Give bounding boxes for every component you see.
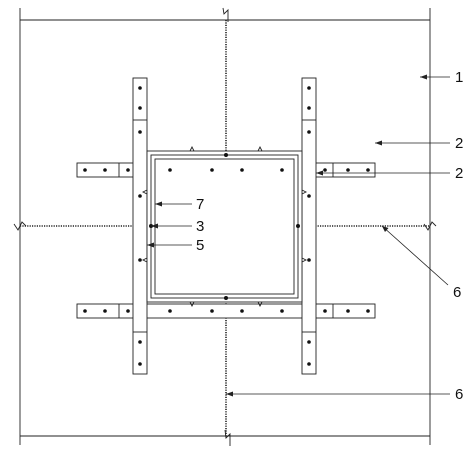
bolt-dot [103,168,107,172]
bolt-dot [307,106,311,110]
column-frame [141,145,308,308]
bolt-dot [83,168,87,172]
callout-7: 7 [196,196,204,213]
bolt-dot [307,86,311,90]
bolt-dot [346,168,350,172]
bolt-dot [168,168,172,172]
bolt-dot [240,309,244,313]
bolt-dot [307,130,311,134]
bolt-dot [138,362,142,366]
callouts: 1 2 2 7 3 5 6 6 [147,69,463,403]
bolt-dot [307,194,311,198]
bolt-dot [138,194,142,198]
bolt-dot [168,309,172,313]
bolt-dot [103,309,107,313]
callout-6-vertical: 6 [455,386,463,403]
bolt-dot [126,168,130,172]
bolt-dot [280,309,284,313]
bolt-dot [307,258,311,262]
bolt-dot [323,168,327,172]
bolt-dot [138,340,142,344]
bolt-dot [138,258,142,262]
callout-3: 3 [196,218,204,235]
bolt-dot [83,309,87,313]
outer-frame-plate [146,150,303,303]
bolt-dot [323,309,327,313]
anchor-bolts [83,86,370,366]
bolt-dot [366,309,370,313]
bolt-dot [366,168,370,172]
callout-2-right: 2 [455,165,463,182]
left-vertical-strap [132,77,148,375]
bolt-dot [210,309,214,313]
callout-6-horizontal: 6 [453,284,461,301]
bolt-dot [126,309,130,313]
bolt-dot [307,362,311,366]
bolt-dot [307,340,311,344]
bottom-horizontal-strap [76,303,376,319]
bolt-dot [210,168,214,172]
callout-5: 5 [196,237,204,254]
callout-1: 1 [455,69,463,86]
bolt-dot [138,106,142,110]
right-vertical-strap [301,77,317,375]
bolt-dot [280,168,284,172]
callout-2-top: 2 [455,135,463,152]
bolt-dot [346,309,350,313]
bolt-dot [138,86,142,90]
bolt-dot [138,130,142,134]
bolt-dot [240,168,244,172]
